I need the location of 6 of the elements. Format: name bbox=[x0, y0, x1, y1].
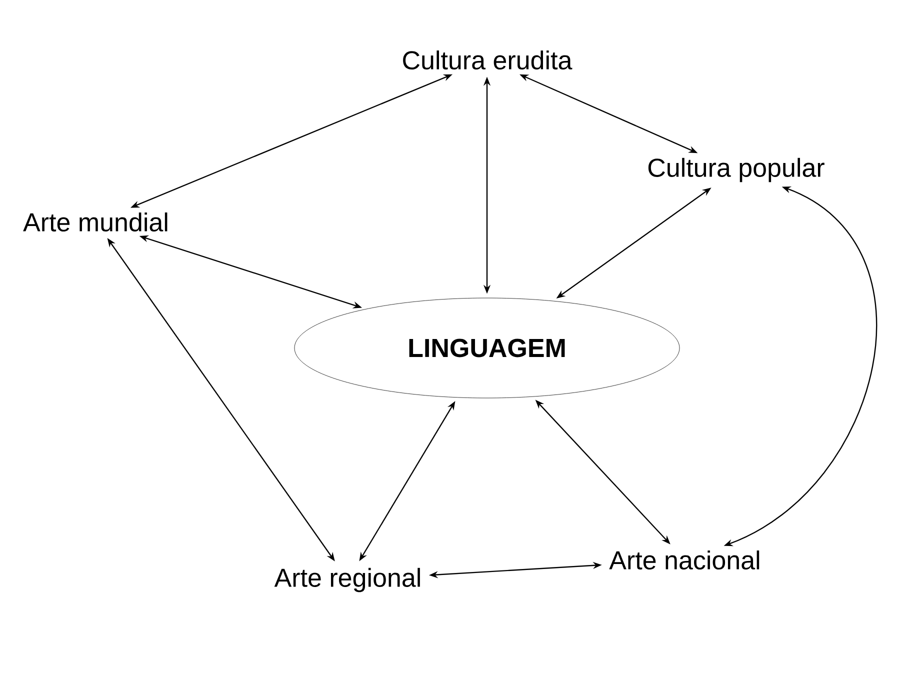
node-label: Arte nacional bbox=[609, 550, 760, 570]
node-label: Arte mundial bbox=[23, 212, 168, 232]
node-label: Cultura erudita bbox=[403, 50, 572, 70]
node-label: Cultura popular bbox=[648, 158, 824, 182]
ellipse-node: LINGUAGEM bbox=[294, 298, 680, 398]
node-label: Arte regional bbox=[274, 568, 420, 592]
